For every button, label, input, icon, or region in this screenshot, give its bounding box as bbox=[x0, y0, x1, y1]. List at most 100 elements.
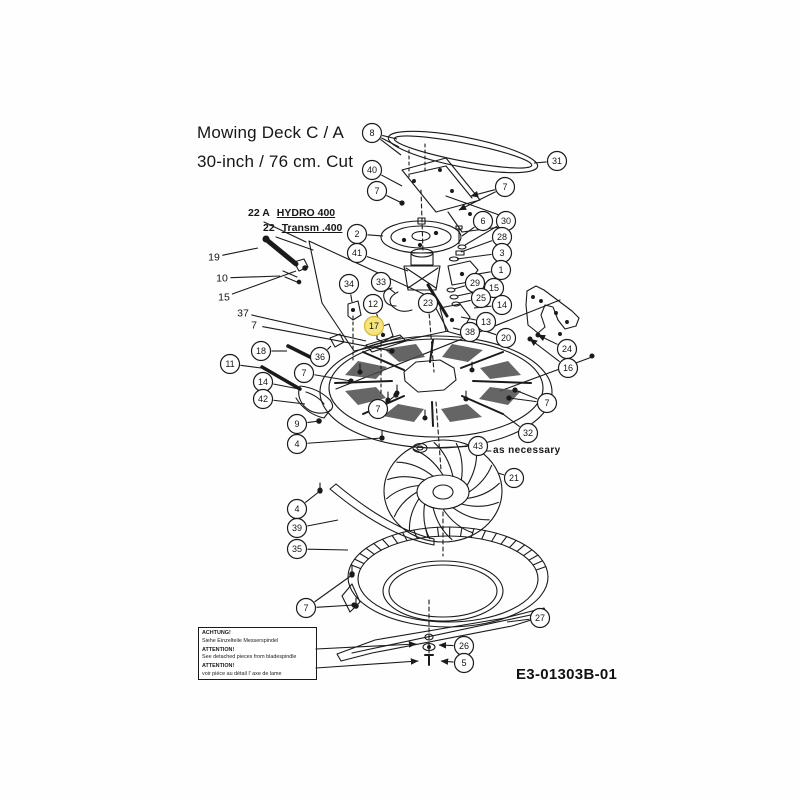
deck-shell bbox=[319, 335, 553, 454]
svg-text:2: 2 bbox=[354, 229, 359, 239]
svg-text:36: 36 bbox=[315, 352, 325, 362]
warning-line-2: Siehe Einzelteile Messerspindel bbox=[202, 637, 279, 644]
svg-text:7: 7 bbox=[544, 398, 549, 408]
warning-line-4: See detached pieces from bladespindle bbox=[202, 654, 297, 661]
callout-38: 38 bbox=[459, 321, 481, 343]
svg-text:15: 15 bbox=[218, 292, 230, 304]
svg-text:23: 23 bbox=[423, 298, 433, 308]
svg-text:11: 11 bbox=[225, 359, 234, 369]
callout-7: 7 bbox=[293, 362, 315, 384]
callout-1: 1 bbox=[490, 259, 512, 281]
svg-text:42: 42 bbox=[258, 394, 268, 404]
callout-17: 17 bbox=[363, 315, 385, 337]
callout-7: 7 bbox=[494, 176, 516, 198]
callout-6: 6 bbox=[472, 210, 494, 232]
callout-34: 34 bbox=[338, 273, 360, 295]
hydro-label-number: 22 A bbox=[248, 207, 270, 219]
leader-lines bbox=[222, 134, 560, 665]
svg-text:16: 16 bbox=[563, 363, 573, 373]
plain-callout-37: 37 bbox=[237, 308, 249, 320]
svg-text:41: 41 bbox=[352, 248, 362, 258]
callout-7: 7 bbox=[295, 597, 317, 619]
svg-text:21: 21 bbox=[509, 473, 519, 483]
warning-line-3: ATTENTION! bbox=[202, 646, 235, 653]
svg-text:40: 40 bbox=[367, 165, 377, 175]
callout-11: 11 bbox=[219, 353, 241, 375]
callout-2: 2 bbox=[346, 223, 368, 245]
callout-21: 21 bbox=[503, 467, 525, 489]
svg-text:7: 7 bbox=[301, 368, 306, 378]
callout-12: 12 bbox=[362, 293, 384, 315]
callout-24: 24 bbox=[556, 338, 578, 360]
callout-8: 8 bbox=[361, 122, 383, 144]
warning-arrows bbox=[315, 450, 492, 669]
plain-callout-15: 15 bbox=[218, 292, 230, 304]
svg-text:33: 33 bbox=[376, 277, 386, 287]
svg-text:4: 4 bbox=[294, 504, 299, 514]
callout-39: 39 bbox=[286, 517, 308, 539]
svg-text:20: 20 bbox=[501, 333, 511, 343]
callout-27: 27 bbox=[529, 607, 551, 629]
engine-pulley bbox=[380, 217, 462, 254]
callout-4: 4 bbox=[286, 433, 308, 455]
svg-text:15: 15 bbox=[489, 283, 499, 293]
svg-text:12: 12 bbox=[368, 299, 378, 309]
svg-text:9: 9 bbox=[294, 419, 299, 429]
svg-text:7: 7 bbox=[502, 182, 507, 192]
callout-33: 33 bbox=[370, 271, 392, 293]
svg-text:27: 27 bbox=[535, 613, 545, 623]
plain-callout-19: 19 bbox=[208, 252, 220, 264]
svg-text:4: 4 bbox=[294, 439, 299, 449]
svg-text:7: 7 bbox=[303, 603, 308, 613]
svg-text:43: 43 bbox=[473, 441, 483, 451]
svg-text:7: 7 bbox=[374, 186, 379, 196]
svg-text:5: 5 bbox=[461, 658, 466, 668]
callout-42: 42 bbox=[252, 388, 274, 410]
svg-text:18: 18 bbox=[256, 346, 266, 356]
center-axis-dashed-line bbox=[420, 189, 444, 665]
title-line-2: 30-inch / 76 cm. Cut bbox=[197, 152, 354, 171]
callout-20: 20 bbox=[495, 327, 517, 349]
svg-text:17: 17 bbox=[369, 321, 379, 331]
lift-lever bbox=[262, 235, 309, 285]
svg-text:13: 13 bbox=[481, 317, 491, 327]
svg-text:34: 34 bbox=[344, 279, 354, 289]
svg-text:14: 14 bbox=[497, 300, 507, 310]
callout-7: 7 bbox=[366, 180, 388, 202]
svg-text:3: 3 bbox=[499, 248, 504, 258]
svg-text:6: 6 bbox=[480, 216, 485, 226]
svg-text:25: 25 bbox=[476, 293, 486, 303]
callout-7: 7 bbox=[367, 398, 389, 420]
callout-25: 25 bbox=[470, 287, 492, 309]
svg-text:31: 31 bbox=[552, 156, 562, 166]
warning-line-5: ATTENTION! bbox=[202, 663, 235, 670]
drawing-number: E3-01303B-01 bbox=[516, 666, 618, 683]
svg-text:10: 10 bbox=[216, 273, 228, 285]
hydro-label-text: HYDRO 400 bbox=[276, 207, 336, 219]
callout-23: 23 bbox=[417, 292, 439, 314]
warning-line-6: voir piéce au détail l' axe de lame bbox=[202, 670, 282, 677]
page-title: Mowing Deck C / A 30-inch / 76 cm. Cut bbox=[197, 118, 353, 176]
svg-text:7: 7 bbox=[375, 404, 380, 414]
title-line-1: Mowing Deck C / A bbox=[197, 123, 345, 142]
svg-text:7: 7 bbox=[251, 320, 257, 332]
svg-text:39: 39 bbox=[292, 523, 302, 533]
svg-text:8: 8 bbox=[369, 128, 374, 138]
svg-text:30: 30 bbox=[501, 216, 511, 226]
callout-40: 40 bbox=[361, 159, 383, 181]
callout-14: 14 bbox=[491, 294, 513, 316]
callout-9: 9 bbox=[286, 413, 308, 435]
svg-text:26: 26 bbox=[459, 641, 469, 651]
callout-16: 16 bbox=[557, 357, 579, 379]
callout-18: 18 bbox=[250, 340, 272, 362]
svg-text:37: 37 bbox=[237, 308, 249, 320]
svg-text:38: 38 bbox=[465, 327, 475, 337]
warning-line-1: ACHTUNG! bbox=[202, 630, 231, 636]
callout-14: 14 bbox=[252, 371, 274, 393]
callout-35: 35 bbox=[286, 538, 308, 560]
callout-7: 7 bbox=[536, 392, 558, 414]
callout-32: 32 bbox=[517, 422, 539, 444]
